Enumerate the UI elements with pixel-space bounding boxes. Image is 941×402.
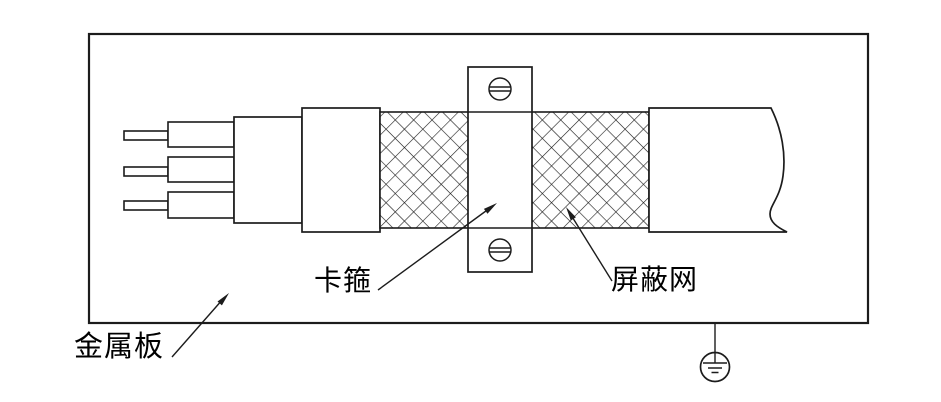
- clamp-label: 卡箍: [314, 264, 373, 297]
- metal-plate-label: 金属板: [74, 329, 165, 363]
- sleeve-top: [167, 121, 235, 148]
- shield-mesh-label: 屏蔽网: [611, 263, 699, 296]
- jacket-right-section: [648, 107, 788, 233]
- shield-leader-arrow: [566, 207, 613, 282]
- ground-symbol-icon: [699, 323, 731, 383]
- pin-middle: [123, 166, 169, 177]
- pin-top: [123, 130, 169, 141]
- pin-bottom: [123, 200, 169, 211]
- wire-pins-group: [123, 121, 235, 219]
- clamp-leader-arrow: [377, 203, 497, 291]
- plate-leader-arrow: [171, 293, 229, 358]
- jacket-left-section: [301, 107, 381, 233]
- sleeve-bottom: [167, 191, 235, 219]
- sleeve-middle: [167, 156, 235, 183]
- clamp-body: [467, 66, 533, 273]
- inner-insulation-block: [233, 116, 303, 224]
- screw-top-icon: [488, 77, 512, 101]
- screw-bottom-icon: [488, 238, 512, 262]
